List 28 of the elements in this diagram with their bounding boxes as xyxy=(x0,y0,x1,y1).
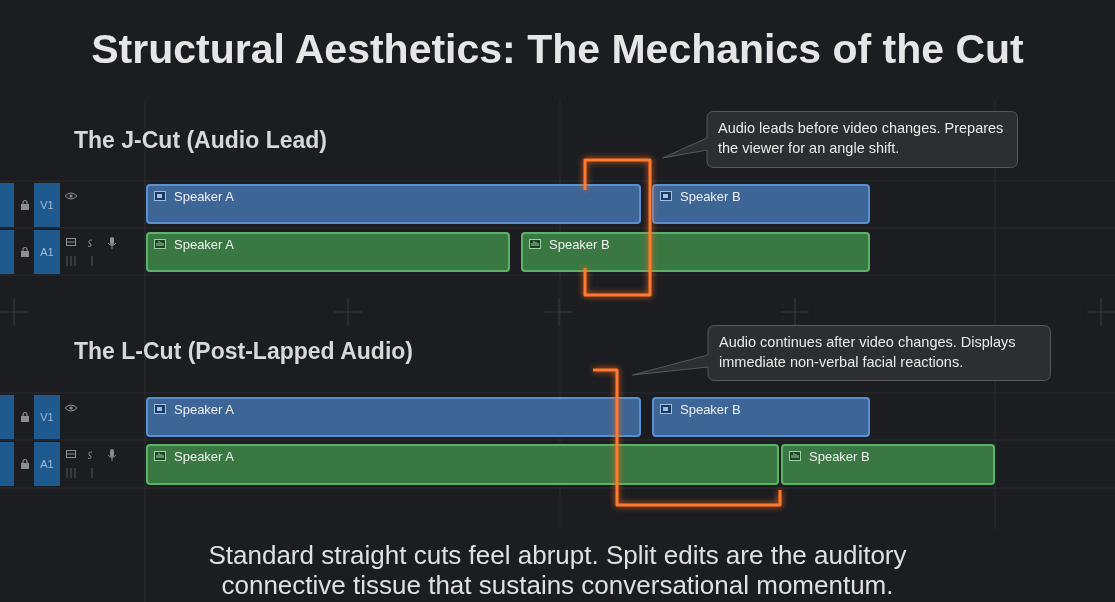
video-clip xyxy=(146,184,641,224)
video-clip xyxy=(652,184,870,224)
audio-clip xyxy=(146,232,510,272)
audio-clip xyxy=(781,444,995,485)
section-heading: The J-Cut (Audio Lead) xyxy=(74,127,327,154)
callout-text: Audio leads before video changes. Prepares the viewer for an angle shift. xyxy=(718,119,1005,158)
track-label: V1 xyxy=(34,395,60,439)
video-clip xyxy=(146,397,641,437)
track-label: A1 xyxy=(34,230,60,274)
caption: Standard straight cuts feel abrupt. Split edits are the auditory connective tissue that sustains conversational momentum. xyxy=(207,540,908,600)
clip-title: Speaker A xyxy=(174,449,234,464)
audio-clip xyxy=(146,444,779,485)
callout-text: Audio continues after video changes. Displays immediate non-verbal facial reactions. xyxy=(719,333,1017,372)
video-clip xyxy=(652,397,870,437)
title: Structural Aesthetics: The Mechanics of the Cut xyxy=(90,26,1025,73)
track-label: A1 xyxy=(34,442,60,486)
callout-bubble xyxy=(662,111,1018,168)
audio-clip xyxy=(521,232,870,272)
track-label: V1 xyxy=(34,183,60,227)
clip-title: Speaker B xyxy=(809,449,870,464)
clip-title: Speaker A xyxy=(174,402,234,417)
callout-bubble xyxy=(632,325,1051,381)
clip-title: Speaker B xyxy=(680,402,741,417)
clip-title: Speaker B xyxy=(549,237,610,252)
clip-title: Speaker A xyxy=(174,237,234,252)
section-heading: The L-Cut (Post-Lapped Audio) xyxy=(74,338,413,365)
clip-title: Speaker B xyxy=(680,189,741,204)
clip-title: Speaker A xyxy=(174,189,234,204)
